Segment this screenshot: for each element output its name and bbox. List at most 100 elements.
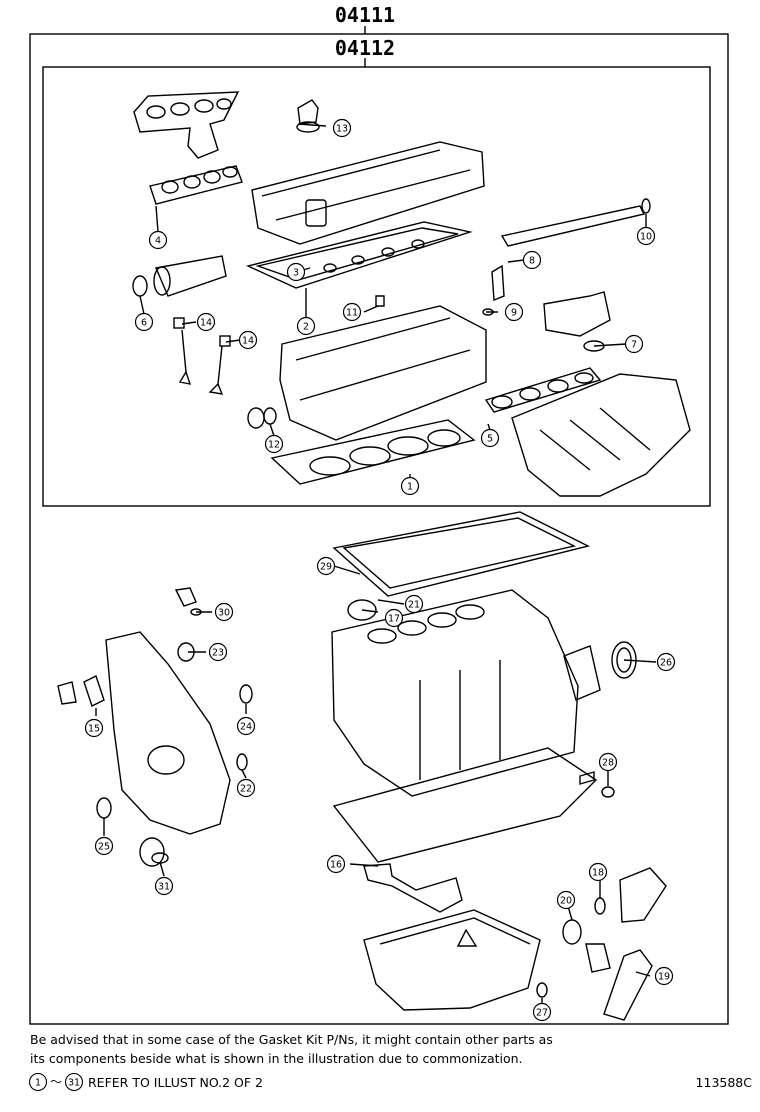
callout-circle-7: [624, 334, 644, 354]
callout-label-27: 27: [536, 1008, 548, 1019]
rear-crankshaft-oil-seal: [611, 641, 637, 679]
callout-label-26: 26: [660, 658, 672, 669]
range-start-number: 1: [35, 1078, 41, 1089]
camshaft-oil-seal: [132, 275, 148, 297]
callout-circle-25: [94, 836, 114, 856]
oil-pan-no1: [332, 747, 598, 863]
exhaust-manifold-gasket: [149, 165, 243, 205]
cylinder-head-gasket: [270, 419, 476, 485]
range-end-number: 31: [68, 1078, 80, 1089]
callout-label-11: 11: [346, 308, 358, 319]
timing-chain-cover: [105, 631, 231, 835]
callout-circle-20: [556, 890, 576, 910]
exhaust-manifold: [133, 91, 240, 159]
outer-assembly-frame: [29, 33, 729, 1025]
assembly-number-outer: 04111: [335, 3, 395, 27]
water-outlet: [543, 291, 611, 337]
callout-label-3: 3: [293, 268, 299, 279]
callout-label-15: 15: [88, 724, 100, 735]
inner-assembly-frame: [42, 66, 711, 507]
callout-circle-27: [532, 1002, 552, 1022]
callout-label-16: 16: [330, 860, 342, 871]
callout-circle-9: [504, 302, 524, 322]
range-start-circle: [28, 1072, 48, 1092]
callout-circle-31: [154, 876, 174, 896]
callout-circle-3: [286, 262, 306, 282]
callout-circle-12: [264, 434, 284, 454]
head-cover-gasket: [245, 221, 473, 289]
callout-circle-17: [384, 608, 404, 628]
intake-valve: [178, 329, 192, 385]
callout-label-23: 23: [212, 648, 224, 659]
callout-label-2: 2: [303, 322, 309, 333]
callout-circle-13: [332, 118, 352, 138]
callout-circle-6: [134, 312, 154, 332]
callout-circle-5: [480, 428, 500, 448]
callout-circle-8: [522, 250, 542, 270]
callout-label-30: 30: [218, 608, 230, 619]
callout-label-12: 12: [268, 440, 280, 451]
callout-circle-2: [296, 316, 316, 336]
intake-manifold: [511, 373, 691, 497]
callout-label-8: 8: [529, 256, 535, 267]
callout-circle-18: [588, 862, 608, 882]
water-bypass-pipe: [500, 205, 646, 247]
callout-label-7: 7: [631, 340, 637, 351]
callout-circle-15: [84, 718, 104, 738]
assembly-number-inner: 04112: [335, 36, 395, 60]
callout-label-19: 19: [658, 972, 670, 983]
callout-circle-24: [236, 716, 256, 736]
callout-label-28: 28: [602, 758, 614, 769]
callout-label-13: 13: [336, 124, 348, 135]
callout-circle-23: [208, 642, 228, 662]
callout-circle-16: [326, 854, 346, 874]
callout-circle-19: [654, 966, 674, 986]
callout-circle-10: [636, 226, 656, 246]
callout-label-9: 9: [511, 308, 517, 319]
callout-circle-4: [148, 230, 168, 250]
callout-circle-21: [404, 594, 424, 614]
callout-label-31: 31: [158, 882, 170, 893]
callout-circle-14b: [238, 330, 258, 350]
callout-label-21: 21: [408, 600, 420, 611]
callout-label-22: 22: [240, 784, 252, 795]
callout-circle-29: [316, 556, 336, 576]
callout-circle-14a: [196, 312, 216, 332]
range-end-circle: [64, 1072, 84, 1092]
callout-circle-26: [656, 652, 676, 672]
callout-label-25: 25: [98, 842, 110, 853]
callout-circle-11: [342, 302, 362, 322]
callout-label-18: 18: [592, 868, 604, 879]
callout-label-6: 6: [141, 318, 147, 329]
gasket-kit-note-line2: its components beside what is shown in t…: [30, 1051, 523, 1066]
callout-label-4: 4: [155, 236, 161, 247]
callout-label-1: 1: [407, 482, 413, 493]
cylinder-block: [331, 589, 579, 797]
cylinder-head-cover: [251, 141, 485, 245]
water-inlet: [619, 867, 667, 923]
callout-circle-1: [400, 476, 420, 496]
callout-circle-28: [598, 752, 618, 772]
gasket-kit-note-line1: Be advised that in some case of the Gask…: [30, 1032, 553, 1047]
callout-circle-30: [214, 602, 234, 622]
callout-label-14a: 14: [200, 318, 212, 329]
oil-pan-no2: [363, 909, 541, 1011]
callout-label-10: 10: [640, 232, 652, 243]
exhaust-valve: [208, 345, 224, 395]
cylinder-head: [279, 305, 487, 441]
oil-pan-gasket-upper: [332, 511, 591, 597]
callout-label-14b: 14: [242, 336, 254, 347]
refer-illustration-text: REFER TO ILLUST NO.2 OF 2: [88, 1075, 263, 1090]
oil-strainer: [363, 863, 463, 913]
callout-label-20: 20: [560, 896, 572, 907]
oil-filler-cap: [297, 99, 319, 125]
callout-label-5: 5: [487, 434, 493, 445]
callout-label-24: 24: [240, 722, 252, 733]
callout-label-29: 29: [320, 562, 332, 573]
callout-circle-22: [236, 778, 256, 798]
callout-label-17: 17: [388, 614, 400, 625]
intake-manifold-gasket: [484, 367, 602, 413]
illustration-code: 113588C: [695, 1075, 752, 1090]
range-separator: ～: [50, 1075, 62, 1089]
